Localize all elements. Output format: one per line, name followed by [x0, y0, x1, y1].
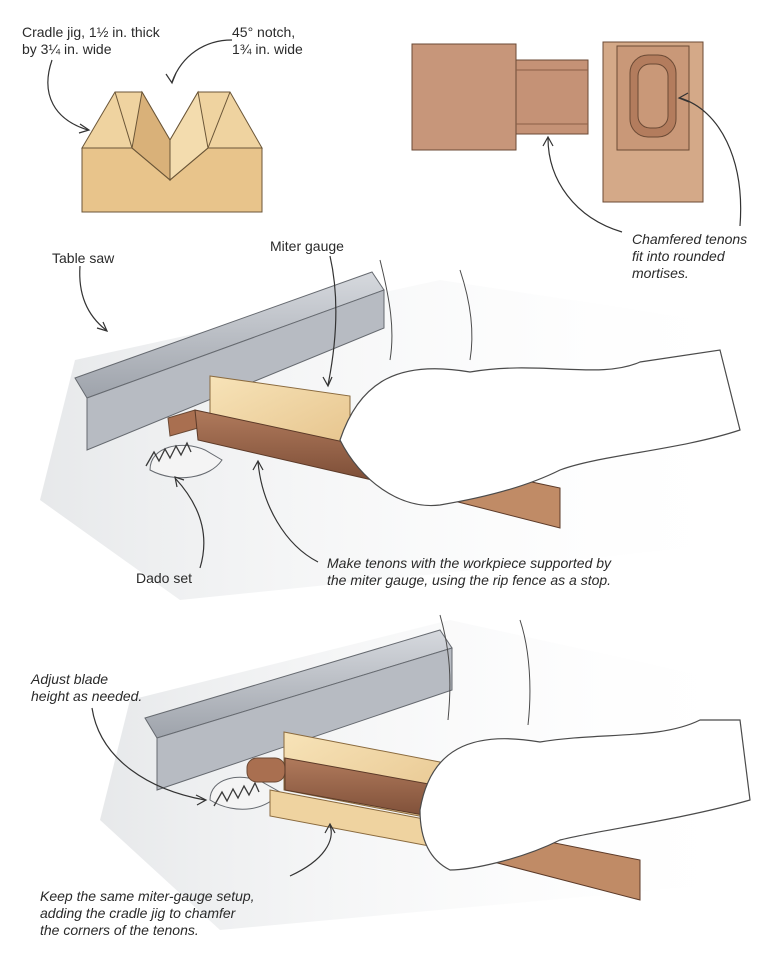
arrowhead [174, 476, 185, 488]
arrowhead [677, 92, 690, 103]
label-cradle-jig: Cradle jig, 1½ in. thick by 3¼ in. wide [22, 24, 160, 57]
arrowhead [78, 123, 91, 134]
leader-chamfered [679, 97, 742, 227]
leader-chamfered-2 [547, 137, 623, 233]
label-make-tenons: Make tenons with the workpiece supported… [327, 555, 612, 588]
arrowhead [96, 321, 109, 332]
leader-table-saw [79, 265, 107, 331]
cradle-jig-block [81, 90, 263, 213]
arrowhead [322, 376, 333, 388]
label-adjust-blade: Adjust blade height as needed. [31, 671, 143, 704]
label-keep-same: Keep the same miter-gauge setup, adding … [40, 888, 255, 938]
scene-2-table-saw [100, 614, 768, 930]
scene-1-table-saw [40, 259, 768, 600]
leader-keep-same [289, 824, 332, 877]
label-table-saw: Table saw [52, 250, 115, 266]
arrowhead [542, 135, 554, 147]
leader-adjust-blade [91, 707, 206, 801]
label-chamfered: Chamfered tenons fit into rounded mortis… [632, 231, 748, 281]
label-notch: 45° notch, 1¾ in. wide [232, 24, 303, 57]
label-dado-set: Dado set [136, 570, 193, 586]
arrowhead [195, 794, 208, 806]
mortise-view [602, 41, 704, 203]
tenon-side-view [411, 43, 589, 151]
leader-cradle-jig [47, 59, 89, 131]
arrowhead [252, 459, 264, 471]
leader-notch [171, 39, 233, 83]
arrowhead [324, 822, 336, 834]
label-miter-gauge: Miter gauge [270, 238, 344, 254]
arrowhead [165, 72, 177, 85]
leader-make-tenons [257, 461, 319, 563]
leader-dado-set [174, 477, 205, 569]
leader-miter-gauge [327, 255, 337, 386]
